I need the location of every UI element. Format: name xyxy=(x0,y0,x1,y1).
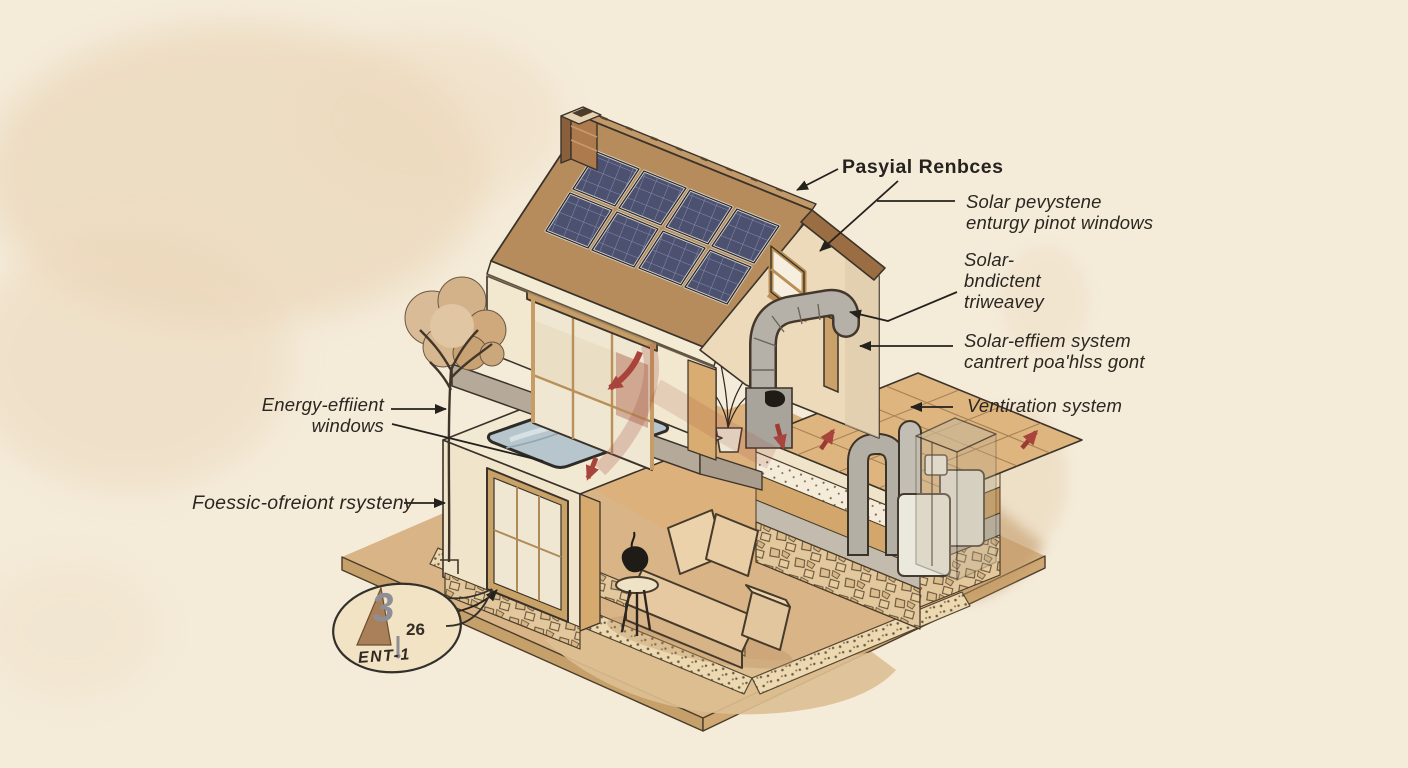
ghost-volume xyxy=(915,417,997,581)
upper-window xyxy=(526,287,658,471)
leader-passive-a xyxy=(796,168,839,191)
lamp-head xyxy=(621,546,649,573)
sofa xyxy=(625,509,791,669)
badge-number: 3 xyxy=(369,584,397,632)
leader-driveway xyxy=(849,291,958,322)
ventilation-unit xyxy=(847,420,985,577)
glass-door xyxy=(486,467,569,623)
label-foundation: Foessic-ofreiont rsysteny xyxy=(192,492,414,514)
tree-trunk xyxy=(419,329,493,563)
energy-badge xyxy=(332,582,493,674)
curtain xyxy=(616,352,648,428)
wall-control-box xyxy=(924,454,948,476)
leader-windows-b xyxy=(391,423,544,462)
rubble-foundation xyxy=(755,521,921,630)
right-cutaway-section xyxy=(560,372,1083,630)
badge-value: 26 xyxy=(406,620,425,639)
background-washes xyxy=(0,25,1090,700)
label-solar-windows: Solar pevystene enturgy pinot windows xyxy=(966,191,1154,233)
cut-section-edge xyxy=(687,359,717,461)
airflow-arrows xyxy=(585,342,1038,481)
label-solar-system: Solar-effiem system cantrert poa'hlss go… xyxy=(964,330,1145,372)
label-solar-driveway: Solar- bndictent triweavey xyxy=(964,249,1044,312)
label-windows: Energy-effiient windows xyxy=(261,394,384,436)
rake-band xyxy=(800,209,886,281)
side-table-and-lamp xyxy=(615,531,659,636)
leader-passive-b xyxy=(819,180,899,252)
label-passive-house: Pasyial Renbces xyxy=(842,156,1004,178)
furniture xyxy=(607,356,793,669)
leader-lines xyxy=(391,168,958,613)
duct-arch xyxy=(745,288,860,449)
chimney xyxy=(560,106,602,171)
tree xyxy=(404,276,507,574)
badge-triangle-icon xyxy=(356,585,392,646)
cut-wall-edge xyxy=(579,493,601,632)
leader-badge xyxy=(454,589,498,613)
insulation-speckle-layer xyxy=(756,452,920,541)
label-ventilation: Ventiration system xyxy=(967,395,1123,416)
heat-pump-unit xyxy=(897,493,951,577)
duct-seams xyxy=(752,303,821,371)
kettle xyxy=(765,390,786,408)
